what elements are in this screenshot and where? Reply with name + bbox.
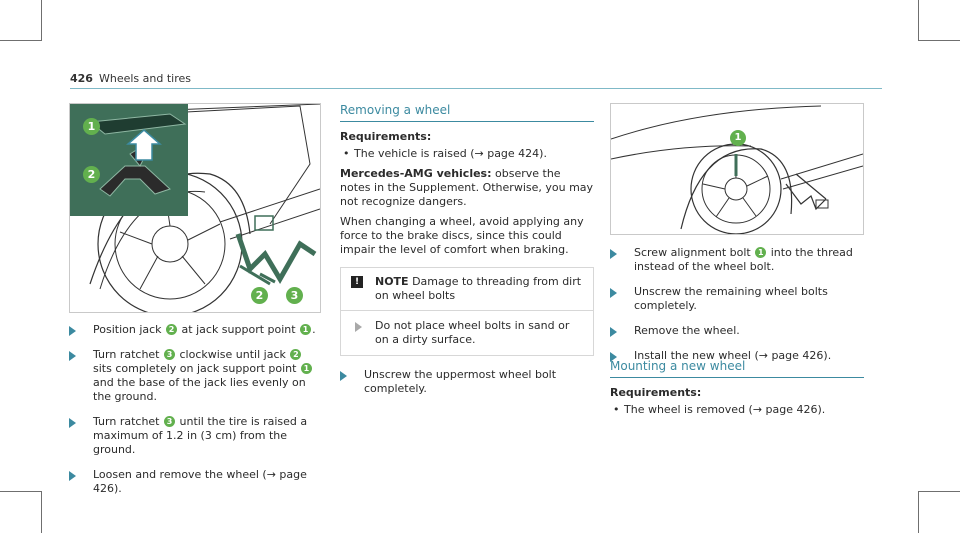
step-text: Unscrew the remaining wheel bolts comple… [634,285,828,312]
crop-mark [0,40,42,41]
step-item: Screw alignment bolt 1 into the thread i… [610,246,868,274]
step-text: until the tire is raised a maximum of 1.… [93,415,308,456]
callout-number: 2 [166,324,178,335]
step-text: Loosen and remove the wheel (→ page 426)… [93,468,307,495]
step-item: Turn ratchet 3 clockwise until jack 2 si… [69,348,324,404]
arrow-icon [69,418,76,428]
jack-illustration: 1 2 2 3 [69,103,321,313]
warning-icon: ! [351,276,363,288]
arrow-icon [355,322,362,332]
step-text: Screw alignment bolt [634,246,755,259]
removing-section: Removing a wheel Requirements: The vehic… [340,103,594,407]
callout-number: 1 [755,247,767,258]
step-item: Position jack 2 at jack support point 1. [69,323,324,337]
mounting-section: Mounting a new wheel Requirements: The w… [610,359,864,417]
requirement-item: The vehicle is raised (→ page 424). [340,147,594,161]
step-text: and the base of the jack lies evenly on … [93,376,306,403]
section-heading: Mounting a new wheel [610,359,864,378]
callout-2: 2 [251,287,268,304]
crop-mark [918,0,919,41]
step-text: Turn ratchet [93,415,163,428]
amg-note: Mercedes-AMG vehicles: observe the notes… [340,167,594,209]
arrow-icon [610,352,617,362]
crop-mark [918,40,960,41]
requirements-label: Requirements: [340,130,432,143]
crop-mark [41,491,42,533]
crop-mark [0,491,42,492]
requirements-label: Requirements: [610,386,702,399]
note-content: NOTE Damage to threading from dirt on wh… [375,275,583,303]
right-steps: Screw alignment bolt 1 into the thread i… [610,246,868,374]
section-title: Wheels and tires [98,72,191,85]
step-text: at jack support point [178,323,300,336]
step-text: Position jack [93,323,166,336]
arrow-icon [69,351,76,361]
step-text: . [312,323,316,336]
note-title: NOTE [375,275,409,288]
requirement-item: The wheel is removed (→ page 426). [610,403,864,417]
step-text: clockwise until jack [176,348,290,361]
amg-text: observe the notes in the Supplement. Oth… [340,167,594,208]
step-text: Turn ratchet [93,348,163,361]
step-unscrew: Unscrew the uppermost wheel bolt complet… [340,368,594,396]
note-header: ! NOTE Damage to threading from dirt on … [341,268,593,311]
amg-label: Mercedes-AMG vehicles: [340,167,492,180]
callout-3: 3 [286,287,303,304]
page-number: 426 [70,72,93,85]
step-text: Install the new wheel (→ page 426). [634,349,832,362]
arrow-icon [340,371,347,381]
crop-mark [918,491,960,492]
step-item: Remove the wheel. [610,324,868,338]
callout-1: 1 [730,130,746,146]
brake-paragraph: When changing a wheel, avoid applying an… [340,215,584,256]
callout-number: 3 [164,349,175,360]
callout-number: 3 [164,416,175,427]
callout-2: 2 [83,166,100,183]
step-item: Unscrew the remaining wheel bolts comple… [610,285,868,313]
jack-drawing [70,104,320,312]
arrow-icon [69,471,76,481]
step-item: Install the new wheel (→ page 426). [610,349,868,363]
step-text: into the thread instead of the wheel bol… [634,246,853,273]
step-item: Loosen and remove the wheel (→ page 426)… [69,468,324,496]
step-text: Unscrew the uppermost wheel bolt complet… [364,368,557,395]
note-action-text: Do not place wheel bolts in sand or on a… [375,319,570,346]
crop-mark [41,0,42,41]
note-box: ! NOTE Damage to threading from dirt on … [340,267,594,356]
wheel-illustration: 1 [610,103,864,235]
header-rule [70,88,882,89]
arrow-icon [610,249,617,259]
page-header: 426 Wheels and tires [70,72,191,85]
wheel-drawing [611,105,863,234]
arrow-icon [69,326,76,336]
note-text: Damage to threading from dirt on wheel b… [375,275,582,302]
arrow-icon [610,327,617,337]
step-text: sits completely on jack support point [93,362,300,375]
arrow-icon [610,288,617,298]
crop-mark [918,491,919,533]
step-item: Turn ratchet 3 until the tire is raised … [69,415,324,457]
left-steps: Position jack 2 at jack support point 1.… [69,323,324,507]
callout-1: 1 [83,118,100,135]
callout-number: 1 [300,363,312,374]
note-action: Do not place wheel bolts in sand or on a… [341,311,593,355]
callout-number: 1 [300,324,312,335]
step-text: Remove the wheel. [634,324,740,337]
section-heading: Removing a wheel [340,103,594,122]
callout-number: 2 [290,349,302,360]
